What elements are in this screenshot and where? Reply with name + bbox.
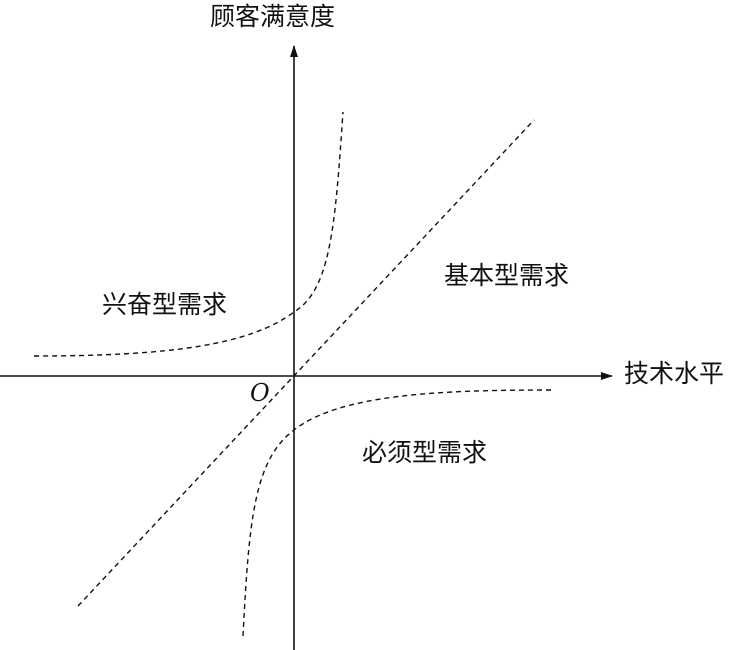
- basic-requirement-label: 必须型需求: [362, 438, 488, 467]
- basic-curve: [242, 389, 553, 637]
- origin-label: O: [250, 379, 270, 407]
- excitement-curve: [33, 111, 344, 357]
- performance-line: [77, 119, 535, 607]
- performance-requirement-label: 基本型需求: [444, 261, 570, 290]
- excitement-requirement-label: 兴奋型需求: [102, 290, 228, 319]
- y-axis-label: 顾客满意度: [210, 2, 336, 31]
- x-axis-label: 技术水平: [624, 359, 725, 388]
